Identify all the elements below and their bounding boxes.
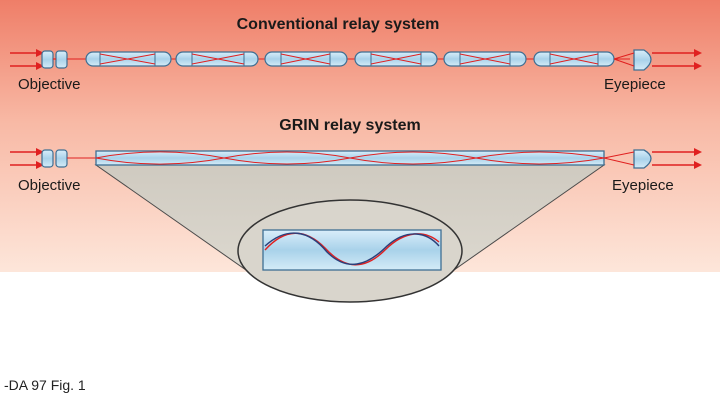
figure-caption: -DA 97 Fig. 1 bbox=[4, 377, 86, 393]
magnified-inset bbox=[237, 199, 463, 303]
conventional-objective-lens bbox=[41, 50, 68, 69]
grin-eyepiece-label: Eyepiece bbox=[612, 177, 674, 194]
conventional-relay-lenses bbox=[85, 51, 615, 67]
grin-rod bbox=[95, 150, 605, 166]
grin-objective-label: Objective bbox=[18, 177, 81, 194]
conventional-eyepiece-label: Eyepiece bbox=[604, 76, 666, 93]
grin-objective-lens bbox=[41, 149, 96, 168]
grin-title: GRIN relay system bbox=[279, 117, 420, 134]
grin-eyepiece-lens bbox=[633, 149, 652, 169]
conventional-title: Conventional relay system bbox=[237, 16, 440, 33]
conventional-input-rays bbox=[10, 49, 44, 70]
conventional-output-rays bbox=[613, 49, 702, 70]
grin-output-rays bbox=[603, 148, 702, 169]
grin-input-rays bbox=[10, 148, 44, 169]
conventional-eyepiece-lens bbox=[633, 49, 652, 71]
conventional-objective-label: Objective bbox=[18, 76, 81, 93]
